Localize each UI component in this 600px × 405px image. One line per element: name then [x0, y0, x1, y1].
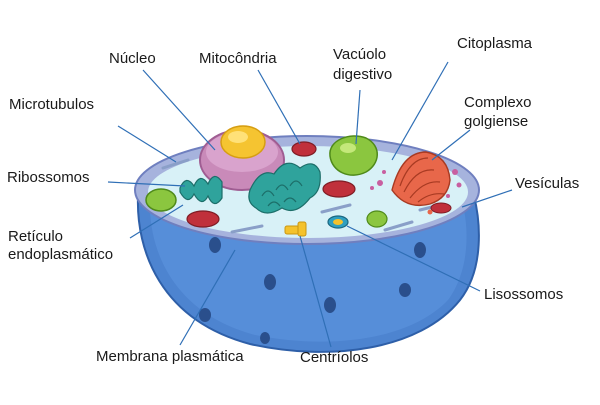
- mitochondrion: [322, 180, 356, 198]
- er-folds: [261, 180, 303, 207]
- label-vacuolo-line2: digestivo: [333, 66, 393, 83]
- label-lisossomos: Lisossomos: [484, 286, 564, 303]
- centriole: [297, 221, 307, 237]
- membrane-pit: [264, 274, 276, 290]
- golgi-folds: [399, 157, 445, 203]
- vacuole-small: [145, 188, 177, 212]
- leader-ribossomos: [107, 181, 186, 187]
- label-reticulo-line2: endoplasmático: [8, 246, 114, 263]
- microtubule: [161, 158, 190, 170]
- microtubule: [230, 224, 264, 234]
- leader-citoplasma: [391, 61, 449, 161]
- leader-membrana: [179, 249, 236, 346]
- leader-mitocondria: [257, 69, 301, 145]
- label-complexo-line1: Complexo: [464, 94, 532, 111]
- membrane-pit: [199, 308, 211, 322]
- label-reticulo-line1: Retículo: [8, 228, 64, 245]
- leader-lisossomos: [346, 225, 481, 292]
- leader-vesiculas: [461, 189, 513, 208]
- vesicle: [382, 170, 386, 174]
- digestive-vacuole: [329, 135, 378, 176]
- vacuole-small: [366, 210, 388, 228]
- microtubule: [383, 220, 414, 232]
- label-complexo-line2: golgiense: [464, 113, 529, 130]
- vesicle: [370, 186, 374, 190]
- label-membrana: Membrana plasmática: [96, 348, 244, 365]
- label-microtubulos: Microtubulos: [9, 96, 95, 113]
- label-ribossomos: Ribossomos: [7, 169, 90, 186]
- vesicle: [446, 194, 450, 198]
- label-centriolos: Centríolos: [300, 349, 369, 366]
- membrane-pit: [414, 242, 426, 258]
- leader-reticulo: [129, 204, 184, 239]
- microtubule: [320, 203, 352, 214]
- leader-complexo: [431, 129, 471, 161]
- cell-body-shade: [150, 210, 467, 342]
- leader-nucleo: [142, 69, 216, 151]
- vacuole-highlight: [340, 143, 356, 153]
- label-vesiculas: Vesículas: [515, 175, 580, 192]
- golgi-complex: [391, 151, 451, 207]
- rough-er: [179, 175, 223, 205]
- mitochondrion: [430, 202, 452, 214]
- membrane-pit: [324, 297, 336, 313]
- er-right: [248, 162, 321, 214]
- label-mitocondria: Mitocôndria: [199, 50, 277, 67]
- leader-centriolos: [299, 235, 332, 348]
- label-citoplasma: Citoplasma: [457, 35, 533, 52]
- label-nucleo: Núcleo: [109, 50, 156, 67]
- lysosome-core: [333, 219, 343, 225]
- membrane-pit: [399, 283, 411, 297]
- mitochondrion: [186, 210, 220, 228]
- centriole: [284, 225, 300, 235]
- mitochondrion: [291, 141, 317, 157]
- leader-vacuolo: [355, 89, 361, 145]
- nucleolus-highlight: [228, 131, 248, 143]
- vesicle: [377, 180, 383, 186]
- label-vacuolo-line1: Vacúolo: [333, 46, 387, 63]
- leader-microtubulos: [117, 125, 177, 163]
- membrane-pit: [260, 332, 270, 344]
- vesicle: [452, 169, 458, 175]
- vesicle: [427, 209, 433, 215]
- leader-lines: [107, 61, 513, 348]
- membrane-pit: [209, 237, 221, 253]
- vesicle: [456, 182, 462, 188]
